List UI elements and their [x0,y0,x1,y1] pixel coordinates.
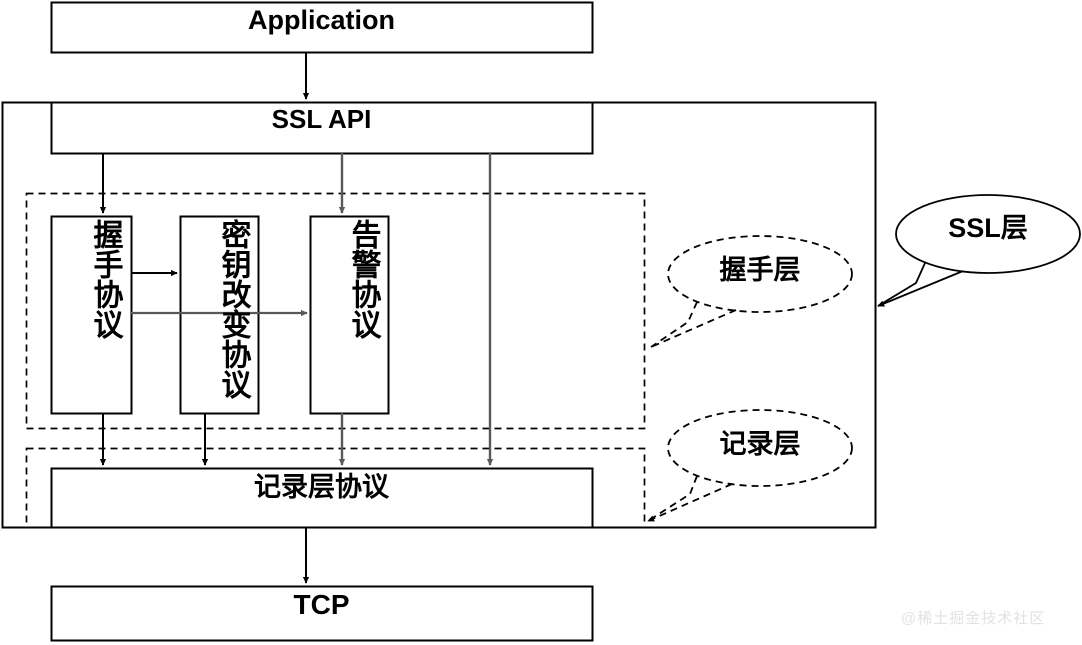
tcp-box [50,585,594,642]
record-protocol-box [50,467,594,529]
site-watermark: @稀土掘金技术社区 [901,610,1046,627]
handshake-protocol-box [50,215,133,415]
application-label: Application [248,5,395,35]
ssl-layer-callout-label: SSL层 [948,213,1028,243]
handshake-layer-callout [650,235,853,348]
ssl-api-label: SSL API [271,104,372,134]
ssl-api-box [50,101,594,155]
record-layer-callout [647,409,853,522]
alert-protocol-label: 告警协议 [346,219,380,339]
alert-protocol-box [309,215,390,415]
record-layer-callout-label: 记录层 [719,429,801,459]
record-protocol-label: 记录层协议 [254,472,389,502]
tcp-label: TCP [293,589,350,620]
handshake-layer-dashed-region [25,192,646,430]
change-cipher-protocol-box [179,215,260,415]
handshake-protocol-label: 握手协议 [88,219,122,339]
handshake-layer-callout-label: 握手层 [719,255,801,285]
change-cipher-protocol-label: 密钥改变协议 [216,219,250,399]
ssl-layer-callout [877,194,1081,307]
application-box [50,1,594,54]
